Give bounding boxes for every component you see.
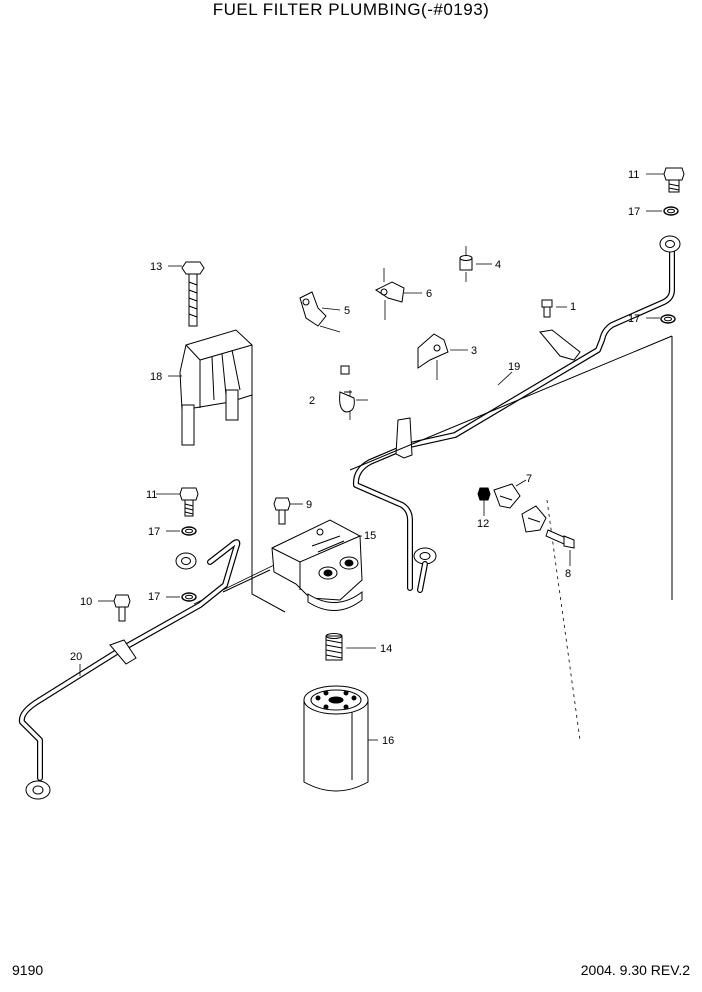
callout-14: 14 <box>380 643 392 655</box>
banjo-bolt-11-left[interactable] <box>179 487 199 517</box>
callout-15: 15 <box>364 530 376 542</box>
callout-16: 16 <box>382 735 394 747</box>
banjo-bolt-11-top[interactable] <box>663 167 685 193</box>
revision-date: 2004. 9.30 REV.2 <box>580 962 690 978</box>
frame-lines <box>193 300 673 741</box>
bolt-13[interactable] <box>181 261 205 327</box>
bolt-8[interactable] <box>545 529 575 549</box>
diagram-title: FUEL FILTER PLUMBING(-#0193) <box>212 0 490 19</box>
page-number: 9190 <box>12 962 44 978</box>
filter-head-15[interactable] <box>271 519 363 611</box>
callout-6: 6 <box>426 288 432 300</box>
filter-cartridge-16[interactable] <box>303 685 369 792</box>
callout-20: 20 <box>70 651 82 663</box>
nut-2[interactable] <box>339 365 355 413</box>
callout-17-d: 17 <box>148 591 160 603</box>
pipe-clamp-upper <box>395 329 581 459</box>
callout-2: 2 <box>309 395 315 407</box>
callout-13: 13 <box>150 261 162 273</box>
callout-3: 3 <box>471 345 477 357</box>
clip-6[interactable] <box>375 268 405 303</box>
fuel-pipe-19[interactable] <box>352 235 681 593</box>
callout-17-a: 17 <box>628 206 640 218</box>
callout-11-top: 11 <box>628 169 639 181</box>
washer-17-b[interactable] <box>660 314 676 324</box>
spring-14[interactable] <box>325 633 343 661</box>
clip-3[interactable] <box>417 333 449 369</box>
washer-17-a[interactable] <box>663 206 679 216</box>
callout-17-b: 17 <box>628 313 640 325</box>
spacer-4[interactable] <box>459 246 473 282</box>
callout-7: 7 <box>526 473 532 485</box>
bracket-18[interactable] <box>179 329 253 446</box>
callout-9: 9 <box>306 499 312 511</box>
callout-5: 5 <box>344 305 350 317</box>
clamp-7[interactable] <box>493 483 547 533</box>
callout-17-c: 17 <box>148 526 160 538</box>
nut-12[interactable] <box>477 487 491 501</box>
bolt-10[interactable] <box>113 594 131 622</box>
callout-18: 18 <box>150 371 162 383</box>
callout-11-left: 11 <box>146 489 157 501</box>
callout-12: 12 <box>477 518 489 530</box>
leader-lines <box>79 173 664 741</box>
bolt-1[interactable] <box>541 299 553 318</box>
washer-17-c[interactable] <box>181 526 197 536</box>
callout-1: 1 <box>570 301 576 313</box>
callout-labels: 1 2 3 4 5 6 7 8 9 10 11 11 12 13 14 15 1… <box>70 169 640 747</box>
fuel-pipe-20[interactable] <box>18 539 241 800</box>
pipe-clamp-lower <box>109 639 137 665</box>
callout-19: 19 <box>508 361 520 373</box>
washer-17-d[interactable] <box>181 592 197 602</box>
callout-4: 4 <box>495 259 501 271</box>
bolt-9[interactable] <box>273 497 291 525</box>
clip-5[interactable] <box>299 291 341 333</box>
callout-10: 10 <box>80 596 92 608</box>
callout-8: 8 <box>565 568 571 580</box>
